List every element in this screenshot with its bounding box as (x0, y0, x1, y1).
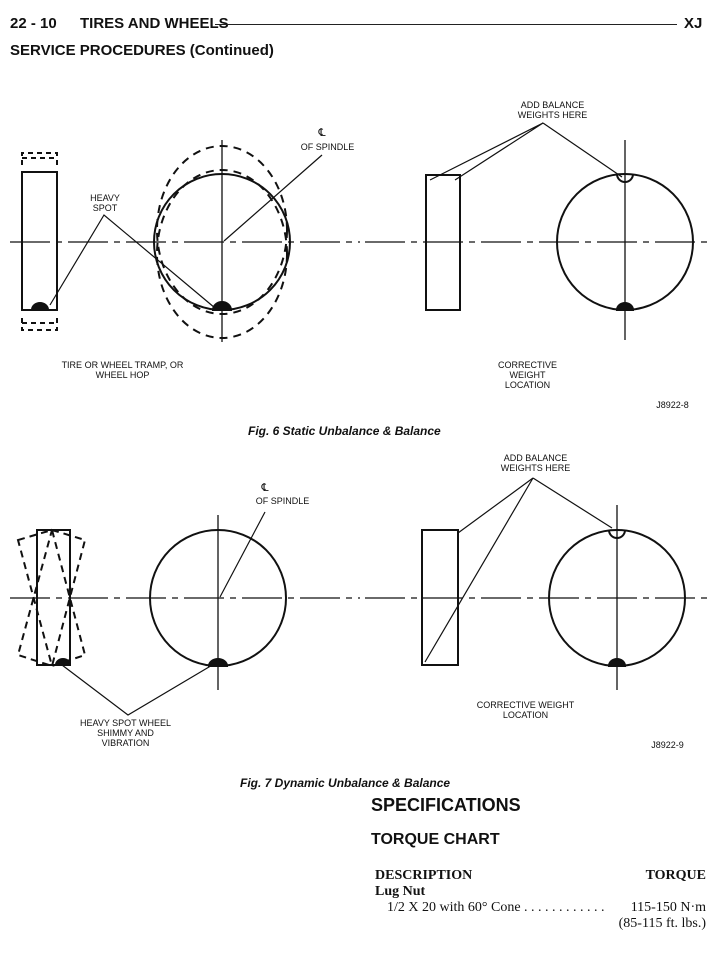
torque-table: DESCRIPTION TORQUE Lug Nut 1/2 X 20 with… (375, 868, 706, 932)
spindle-label: OF SPINDLE (255, 496, 310, 506)
balance-diagrams (10, 122, 712, 716)
centerline-symbol: ℄ (261, 482, 269, 494)
centerline-symbol: ℄ (318, 127, 326, 139)
add-weights-label: ADD BALANCE WEIGHTS HERE (517, 100, 588, 120)
fig6-caption: Fig. 6 Static Unbalance & Balance (248, 424, 441, 438)
corrective-label: CORRECTIVE WEIGHT LOCATION (476, 700, 575, 720)
tramp-label: TIRE OR WHEEL TRAMP, OR WHEEL HOP (61, 360, 184, 380)
table-header: DESCRIPTION TORQUE (375, 868, 706, 884)
section-title: TIRES AND WHEELS (80, 15, 229, 32)
torque-ft: (85-115 ft. lbs.) (618, 916, 706, 931)
figure-code: J8922-8 (656, 400, 689, 410)
group-label: Lug Nut (375, 884, 426, 899)
page-number: 22 - 10 (10, 15, 57, 32)
leader-dots: . . . . . . . . . . . . (524, 900, 605, 915)
heavy-spot-label: HEAVY SPOT WHEEL SHIMMY AND VIBRATION (79, 718, 172, 748)
torque-chart-heading: TORQUE CHART (371, 831, 500, 848)
corrective-label: CORRECTIVE WEIGHT LOCATION (497, 360, 557, 390)
description-header: DESCRIPTION (375, 868, 473, 883)
specifications-heading: SPECIFICATIONS (371, 795, 521, 815)
table-row: 1/2 X 20 with 60° Cone . . . . . . . . .… (375, 900, 706, 916)
section-subtitle: SERVICE PROCEDURES (Continued) (10, 42, 274, 59)
item-description: 1/2 X 20 with 60° Cone (387, 900, 521, 915)
figure-code: J8922-9 (651, 740, 684, 750)
add-weights-label: ADD BALANCE WEIGHTS HERE (500, 453, 571, 473)
spindle-label: OF SPINDLE (300, 142, 355, 152)
heavy-spot-label: HEAVY SPOT (90, 193, 120, 213)
fig7-diagram (10, 477, 712, 716)
fig6-diagram (10, 122, 712, 342)
model-code: XJ (684, 15, 703, 32)
fig7-caption: Fig. 7 Dynamic Unbalance & Balance (240, 776, 451, 790)
header-rule (215, 24, 677, 25)
torque-header: TORQUE (645, 868, 706, 883)
torque-nm: 115-150 N·m (630, 900, 706, 915)
